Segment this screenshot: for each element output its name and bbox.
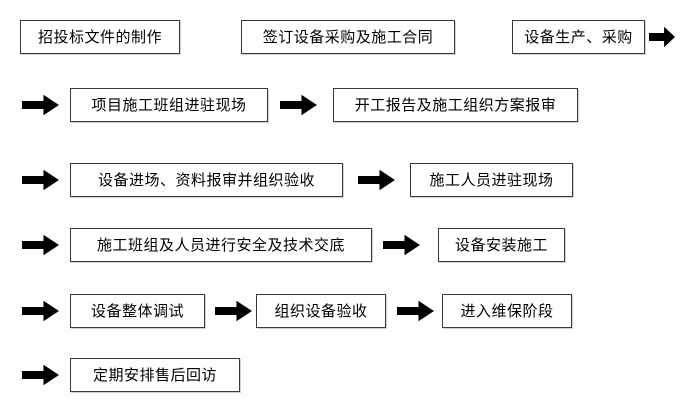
- process-node-label: 招投标文件的制作: [37, 27, 162, 46]
- process-node-label: 开工报告及施工组织方案报审: [354, 95, 557, 114]
- flow-arrow-right-icon: [649, 26, 675, 48]
- flow-arrow-right-icon: [22, 234, 59, 256]
- process-node-label: 签订设备采购及施工合同: [262, 27, 434, 46]
- process-node-n5[interactable]: 开工报告及施工组织方案报审: [333, 88, 578, 122]
- flow-arrow-right-icon: [22, 169, 59, 191]
- process-node-n2[interactable]: 签订设备采购及施工合同: [241, 20, 455, 54]
- process-node-n12[interactable]: 进入维保阶段: [442, 294, 572, 328]
- flow-arrow-right-icon: [397, 300, 434, 322]
- process-node-n13[interactable]: 定期安排售后回访: [70, 358, 240, 392]
- process-node-n1[interactable]: 招投标文件的制作: [20, 20, 180, 54]
- process-node-n9[interactable]: 设备安装施工: [438, 228, 565, 262]
- process-node-n11[interactable]: 组织设备验收: [256, 294, 386, 328]
- flow-arrow-right-icon: [383, 234, 420, 256]
- flow-arrow-right-icon: [22, 300, 59, 322]
- flow-arrow-right-icon: [22, 364, 59, 386]
- flow-arrow-right-icon: [215, 300, 252, 322]
- process-node-label: 项目施工班组进驻现场: [91, 95, 247, 114]
- process-node-label: 施工班组及人员进行安全及技术交底: [96, 235, 345, 254]
- process-node-label: 设备生产、采购: [524, 27, 633, 46]
- flow-arrow-right-icon: [280, 94, 317, 116]
- process-node-label: 设备整体调试: [90, 301, 184, 320]
- process-node-n6[interactable]: 设备进场、资料报审并组织验收: [70, 163, 343, 197]
- process-node-label: 定期安排售后回访: [92, 365, 217, 384]
- process-node-label: 施工人员进驻现场: [429, 170, 554, 189]
- process-node-n3[interactable]: 设备生产、采购: [512, 20, 645, 54]
- process-node-label: 设备安装施工: [454, 235, 548, 254]
- flow-arrow-right-icon: [22, 94, 59, 116]
- flow-arrow-right-icon: [358, 169, 395, 191]
- process-node-label: 组织设备验收: [274, 301, 368, 320]
- process-node-n10[interactable]: 设备整体调试: [70, 294, 205, 328]
- process-node-n8[interactable]: 施工班组及人员进行安全及技术交底: [70, 228, 372, 262]
- process-node-n4[interactable]: 项目施工班组进驻现场: [70, 88, 268, 122]
- process-node-label: 进入维保阶段: [460, 301, 554, 320]
- process-node-n7[interactable]: 施工人员进驻现场: [410, 163, 573, 197]
- process-node-label: 设备进场、资料报审并组织验收: [97, 170, 315, 189]
